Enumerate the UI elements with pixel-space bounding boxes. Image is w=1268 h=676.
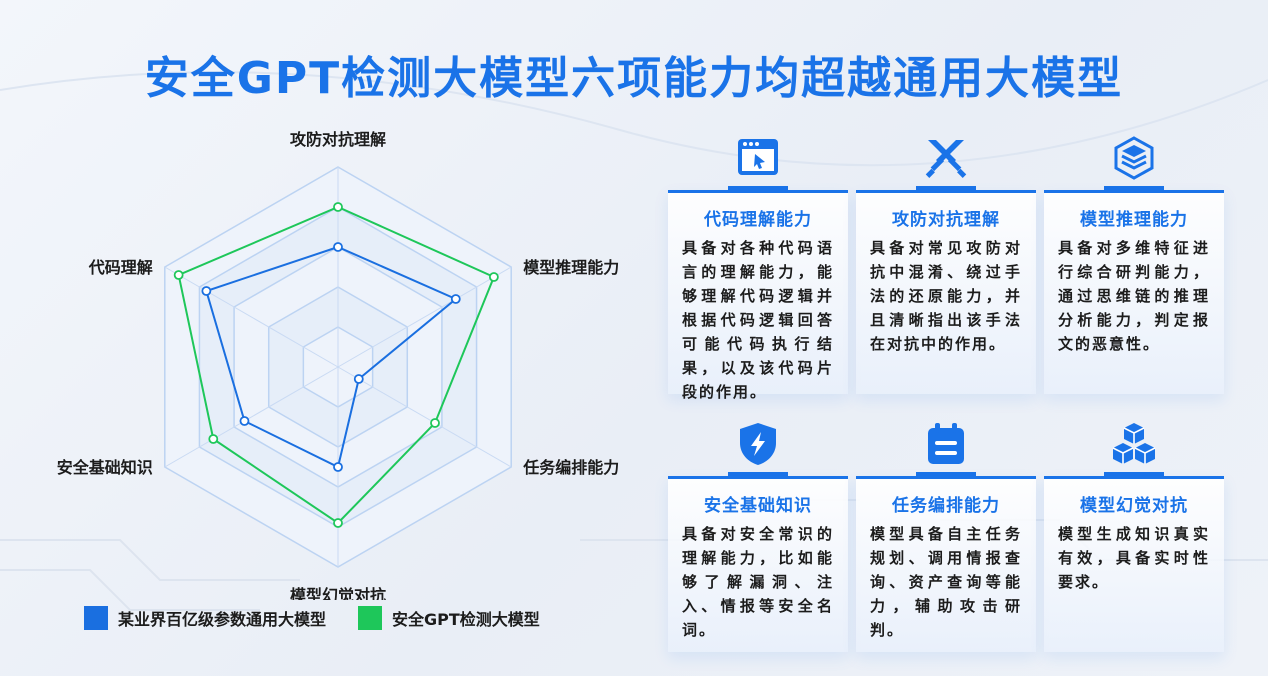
card-title: 模型幻觉对抗 [1080,496,1188,516]
series-point [333,242,343,252]
radar-spoke [337,266,512,368]
axis-label: 攻防对抗理解 [290,130,386,149]
crossed-swords-icon [925,140,967,178]
axis-label: 安全基础知识 [57,458,153,477]
radar-spoke [337,366,512,468]
legend-item-security-model: 安全GPT检测大模型 [358,606,540,630]
series-point [208,434,219,444]
layers-cube-icon [1114,136,1154,180]
axis-label: 代码理解 [88,258,153,277]
chart-legend: 某业界百亿级参数通用大模型 安全GPT检测大模型 [84,606,554,630]
series-point [333,462,343,472]
series-point [430,418,440,428]
axis-label: 任务编排能力 [522,458,619,477]
legend-swatch-blue [84,606,108,630]
page-title: 安全GPT检测大模型六项能力均超越通用大模型 [144,53,1124,104]
legend-swatch-green [358,606,383,630]
series-point [173,270,184,280]
card-title: 模型推理能力 [1080,210,1188,230]
card-title: 安全基础知识 [704,496,812,516]
calendar-list-icon [928,423,964,464]
legend-item-general-model: 某业界百亿级参数通用大模型 [84,606,326,630]
card-description: 具备对多维特征进行综合研判能力，通过思维链的推理分析能力，判定报文的恶意性。 [1058,239,1210,353]
series-point [201,286,212,296]
axis-label: 模型推理能力 [523,258,619,277]
code-window-icon [738,139,778,175]
card-description: 具备对安全常识的理解能力，比如能够了解漏洞、注入、情报等安全名词。 [682,525,834,639]
series-point [353,374,364,384]
card-title: 任务编排能力 [892,496,1000,516]
series-point [333,518,343,528]
shield-bolt-icon [740,423,776,465]
series-point [450,294,461,304]
series-point [488,272,499,282]
card-description: 模型生成知识真实有效，具备实时性要求。 [1058,525,1210,591]
card-description: 具备对常见攻防对抗中混淆、绕过手法的还原能力，并且清晰指出该手法在对抗中的作用。 [870,239,1022,353]
card-description: 模型具备自主任务规划、调用情报查询、资产查询等能力，辅助攻击研判。 [870,525,1022,639]
legend-label: 安全GPT检测大模型 [392,610,540,629]
series-point [239,416,250,426]
legend-label: 某业界百亿级参数通用大模型 [118,610,327,629]
stacked-cubes-icon [1112,423,1156,464]
card-title: 代码理解能力 [704,210,812,230]
card-title: 攻防对抗理解 [892,210,1000,230]
axis-label: 模型幻觉对抗 [290,586,386,600]
radar-spoke [164,266,339,368]
series-point [333,202,343,212]
card-description: 具备对各种代码语言的理解能力，能够理解代码逻辑并根据代码逻辑回答可能代码执行结果… [682,239,834,401]
radar-spoke [164,366,339,468]
